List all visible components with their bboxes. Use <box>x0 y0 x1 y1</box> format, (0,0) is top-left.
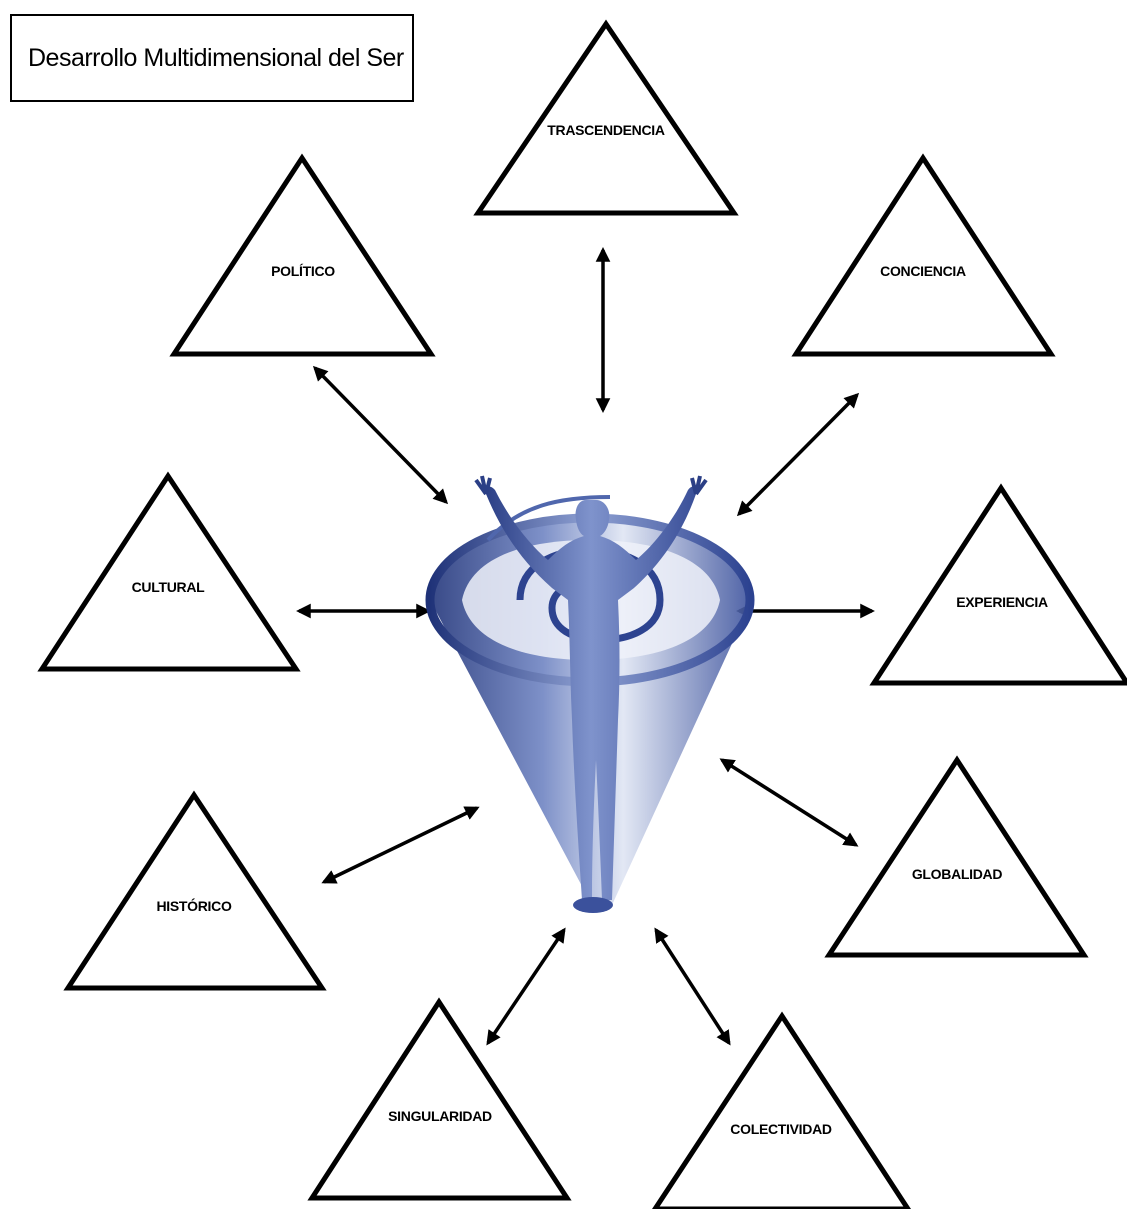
dimension-label: HISTÓRICO <box>156 897 231 914</box>
dimension-label: SINGULARIDAD <box>388 1108 492 1124</box>
arrow-globalidad <box>722 760 856 845</box>
figure-base <box>573 897 613 913</box>
dimension-label: GLOBALIDAD <box>912 866 1003 882</box>
dimension-label: CONCIENCIA <box>880 263 966 279</box>
triangle-shape <box>874 488 1127 683</box>
triangle-shape <box>478 24 734 213</box>
arrow-conciencia <box>739 395 857 514</box>
triangle-shape <box>42 476 296 669</box>
triangle-shape <box>68 795 322 988</box>
dimension-conciencia: CONCIENCIA <box>796 158 1051 354</box>
dimension-colectividad: COLECTIVIDAD <box>655 1016 908 1209</box>
triangle-shape <box>796 158 1051 354</box>
figure-left-hand <box>476 476 490 494</box>
dimension-trascendencia: TRASCENDENCIA <box>478 24 734 213</box>
dimension-label: CULTURAL <box>132 579 206 595</box>
triangle-shape <box>655 1016 908 1209</box>
dimension-label: TRASCENDENCIA <box>547 122 665 138</box>
arrow-politico <box>315 368 446 502</box>
dimension-globalidad: GLOBALIDAD <box>829 760 1084 955</box>
arrow-historico <box>324 808 477 882</box>
dimension-experiencia: EXPERIENCIA <box>874 488 1127 683</box>
dimension-label: COLECTIVIDAD <box>730 1121 832 1137</box>
figure-right-hand <box>692 476 706 494</box>
dimension-label: EXPERIENCIA <box>956 594 1048 610</box>
triangle-shape <box>312 1002 567 1198</box>
dimension-historico: HISTÓRICO <box>68 795 322 988</box>
triangle-shape <box>174 158 431 354</box>
arrow-colectividad <box>656 930 729 1043</box>
triangle-shape <box>829 760 1084 955</box>
dimension-cultural: CULTURAL <box>42 476 296 669</box>
dimension-singularidad: SINGULARIDAD <box>312 1002 567 1198</box>
arrow-singularidad <box>488 930 564 1043</box>
dimension-label: POLÍTICO <box>271 263 335 279</box>
human-figure-spiral-cone-icon <box>430 476 752 913</box>
dimension-politico: POLÍTICO <box>174 158 431 354</box>
